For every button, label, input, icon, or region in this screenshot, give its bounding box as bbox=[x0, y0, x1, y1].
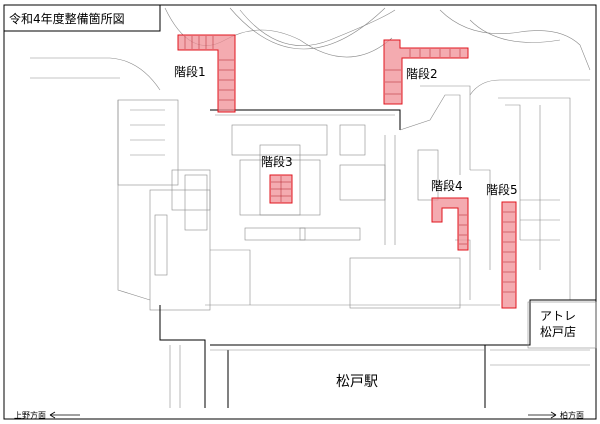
floor-plan bbox=[30, 7, 597, 408]
stair-4-label: 階段4 bbox=[431, 178, 463, 193]
stair-3-label: 階段3 bbox=[261, 154, 293, 169]
direction-left-label: 上野方面 bbox=[14, 410, 46, 420]
stair-5[interactable] bbox=[501, 201, 517, 309]
stair-4[interactable] bbox=[431, 197, 469, 251]
station-label: 松戸駅 bbox=[336, 374, 378, 390]
stair-3[interactable] bbox=[269, 174, 293, 204]
atre-label-line2: 松戸店 bbox=[540, 325, 576, 339]
atre-label-line1: アトレ bbox=[540, 309, 576, 323]
stair-2-label: 階段2 bbox=[406, 66, 438, 81]
map-frame bbox=[3, 4, 597, 420]
stair-1[interactable] bbox=[177, 34, 236, 113]
direction-right-label: 柏方面 bbox=[560, 410, 584, 420]
stair-1-label: 階段1 bbox=[174, 64, 206, 79]
title-box bbox=[3, 4, 161, 32]
stair-5-label: 階段5 bbox=[486, 182, 518, 197]
stair-2[interactable] bbox=[383, 39, 469, 105]
map-title: 令和4年度整備箇所図 bbox=[9, 11, 125, 26]
